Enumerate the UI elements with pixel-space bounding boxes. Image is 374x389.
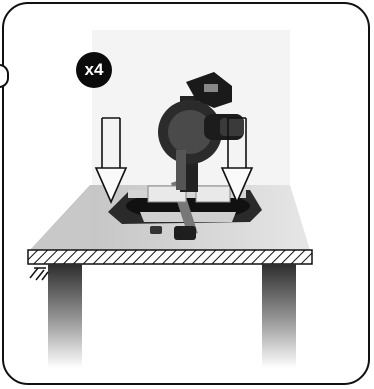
table-leg-left [48, 264, 82, 368]
quantity-badge: x4 [76, 52, 112, 88]
wall-hatch-icon [30, 268, 48, 280]
saw-fence-right [196, 186, 230, 202]
table-edge-hatched [28, 250, 312, 264]
table-leg-right [262, 264, 296, 368]
